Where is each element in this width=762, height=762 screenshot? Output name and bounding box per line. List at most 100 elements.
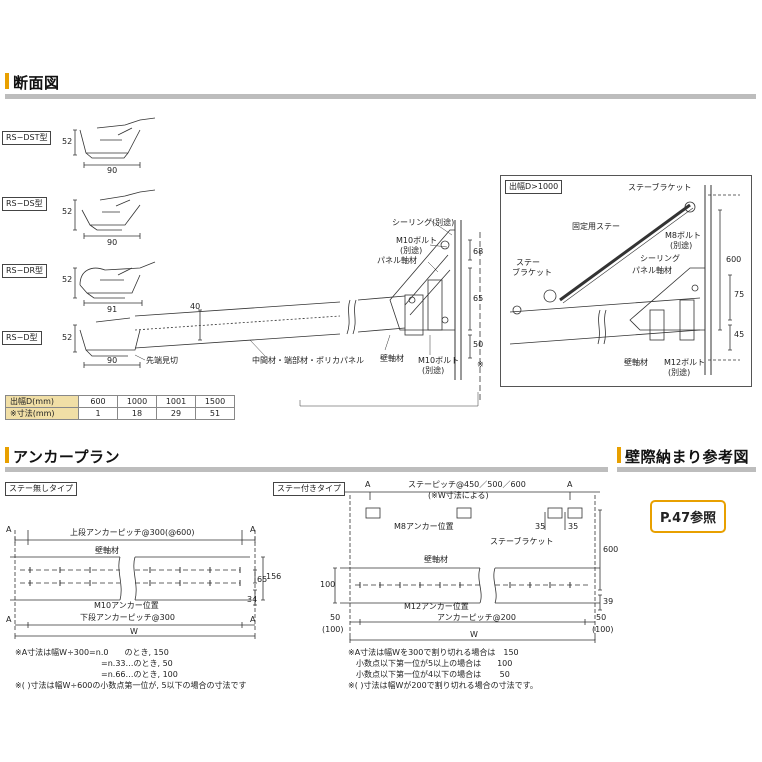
callout-m10-bolt-bottom-note: (別途) [422, 366, 445, 375]
plan-left-wall-frame: 壁軸材 [95, 546, 119, 555]
spec-cell: 29 [156, 407, 196, 420]
plan-right-dim-100-left: (100) [322, 625, 344, 634]
inset-m12-note: (別途) [668, 368, 691, 377]
type-label-dst: RS−DST型 [2, 131, 52, 145]
dim-d-width: 90 [107, 356, 118, 365]
inset-sealing: シーリング [640, 254, 680, 263]
plan-left-dim-65: 65 [257, 575, 268, 584]
plan-left-a1: A [6, 525, 12, 534]
plan-right-dim-39: 39 [603, 597, 614, 606]
section-bar-anchor-plan [5, 447, 9, 463]
spec-header-projection: 出幅D(mm) [5, 395, 79, 408]
plan-left-dim-34: 34 [247, 595, 258, 604]
inset-stay-bracket-top: ステーブラケット [628, 183, 692, 192]
section-bar-cross-section [5, 73, 9, 89]
inset-m8-bolt: M8ボルト [665, 231, 701, 240]
callout-wall-frame: 壁軸材 [380, 354, 404, 363]
section-title-anchor-plan: アンカープラン [13, 448, 121, 466]
section-rule-cross-section [5, 94, 756, 99]
plan-right-dim-100-right: (100) [592, 625, 614, 634]
section-bar-wall-reference [617, 447, 621, 463]
dim-50: 50 [473, 340, 484, 349]
reference-link[interactable]: P.47参照 [650, 500, 727, 533]
inset-wall-frame: 壁軸材 [624, 358, 648, 367]
inset-dim-75: 75 [734, 290, 745, 299]
spec-cell: 1 [78, 407, 118, 420]
plan-left-a3: A [6, 615, 12, 624]
profile-dst [73, 117, 156, 168]
callout-m10-bolt-top: M10ボルト [396, 236, 438, 245]
inset-box [500, 175, 752, 387]
dim-dst-height: 52 [62, 137, 73, 146]
inset-m12-bolt: M12ボルト [664, 358, 706, 367]
section-rule-wall-reference [617, 467, 756, 472]
plan-right-m12-position: M12アンカー位置 [404, 602, 469, 611]
spec-table: 出幅D(mm) 600 1000 1001 1500 ※寸法(mm) 1 18 … [5, 395, 235, 420]
dim-40: 40 [190, 302, 201, 311]
dim-dr-width: 91 [107, 305, 118, 314]
callout-m10-bolt-top-note: (別途) [400, 246, 423, 255]
spec-cell: 51 [195, 407, 235, 420]
section-title-cross-section: 断面図 [13, 74, 60, 92]
plan-right-wall-frame: 壁軸材 [424, 555, 448, 564]
spec-cell: 1000 [117, 395, 157, 408]
callout-middle: 中間材・端部材・ポリカパネル [252, 356, 364, 365]
profile-dr [73, 261, 156, 306]
spec-header-star: ※寸法(mm) [5, 407, 79, 420]
plan-right-dim-600: 600 [603, 545, 619, 554]
plan-right-note-3: 小数点以下第一位が4以下の場合は 50 [356, 670, 510, 679]
plan-right-stay-bracket: ステーブラケット [490, 537, 554, 546]
plan-left-m10-position: M10アンカー位置 [94, 601, 159, 610]
plan-right-dim-50-left: 50 [330, 613, 341, 622]
plan-left-tag: ステー無しタイプ [5, 482, 77, 496]
dim-dr-height: 52 [62, 275, 73, 284]
spec-row-projection: 出幅D(mm) 600 1000 1001 1500 [5, 395, 235, 408]
spec-cell: 1001 [156, 395, 196, 408]
plan-left-note-4: ※( )寸法は幅W÷600の小数点第一位が, 5以下の場合の寸法です [15, 681, 247, 690]
callout-tip-cut: 先端見切 [146, 356, 178, 365]
plan-right-note-4: ※( )寸法は幅Wが200で割り切れる場合の寸法です。 [348, 681, 538, 690]
dim-star: ※ [477, 360, 484, 369]
plan-right-a2: A [567, 480, 573, 489]
dim-65: 65 [473, 294, 484, 303]
type-label-dr: RS−DR型 [2, 264, 48, 278]
type-label-d: RS−D型 [2, 331, 42, 345]
plan-right-note-2: 小数点以下第一位が5以上の場合は 100 [356, 659, 513, 668]
plan-right-m8-position: M8アンカー位置 [394, 522, 454, 531]
spec-cell: 18 [117, 407, 157, 420]
wall-bracket-assembly [389, 220, 481, 400]
plan-right-a1: A [365, 480, 371, 489]
plan-left-w: W [130, 627, 138, 636]
section-title-wall-reference: 壁際納まり参考図 [625, 448, 750, 466]
plan-left-a4: A [250, 615, 256, 624]
plan-right-tag: ステー付きタイプ [273, 482, 345, 496]
plan-right-stay-pitch: ステーピッチ@450／500／600 [408, 480, 526, 489]
profile-ds [73, 189, 156, 239]
plan-left-dim-156: 156 [266, 572, 282, 581]
plan-right-anchor-pitch: アンカーピッチ@200 [437, 613, 516, 622]
spec-cell: 600 [78, 395, 118, 408]
plan-left-note-3: =n.66…のとき, 100 [101, 670, 178, 679]
dim-ds-width: 90 [107, 238, 118, 247]
plan-right-dim-100: 100 [320, 580, 336, 589]
plan-left-note-2: =n.33…のとき, 50 [101, 659, 173, 668]
plan-right-w: W [470, 630, 478, 639]
spec-cell: 1500 [195, 395, 235, 408]
callout-m10-bolt-bottom: M10ボルト [418, 356, 460, 365]
plan-right-dim-50-right: 50 [596, 613, 607, 622]
plan-right-dim-35a: 35 [535, 522, 546, 531]
type-label-ds: RS−DS型 [2, 197, 47, 211]
plan-right-note-1: ※A寸法は幅Wを300で割り切れる場合は 150 [348, 648, 519, 657]
plan-left-a2: A [250, 525, 256, 534]
leader-lines-main [134, 219, 453, 361]
callout-panel-frame: パネル軸材 [377, 256, 417, 265]
inset-stay: ステー [516, 258, 540, 267]
dim-d-height: 52 [62, 333, 73, 342]
inset-drawing [509, 185, 740, 375]
plan-left-lower-pitch: 下段アンカーピッチ@300 [80, 613, 175, 622]
inset-fixed-stay: 固定用ステー [572, 222, 620, 231]
anchor-plan-left [10, 530, 265, 639]
dim-ds-height: 52 [62, 207, 73, 216]
spec-row-star: ※寸法(mm) 1 18 29 51 [5, 407, 235, 420]
